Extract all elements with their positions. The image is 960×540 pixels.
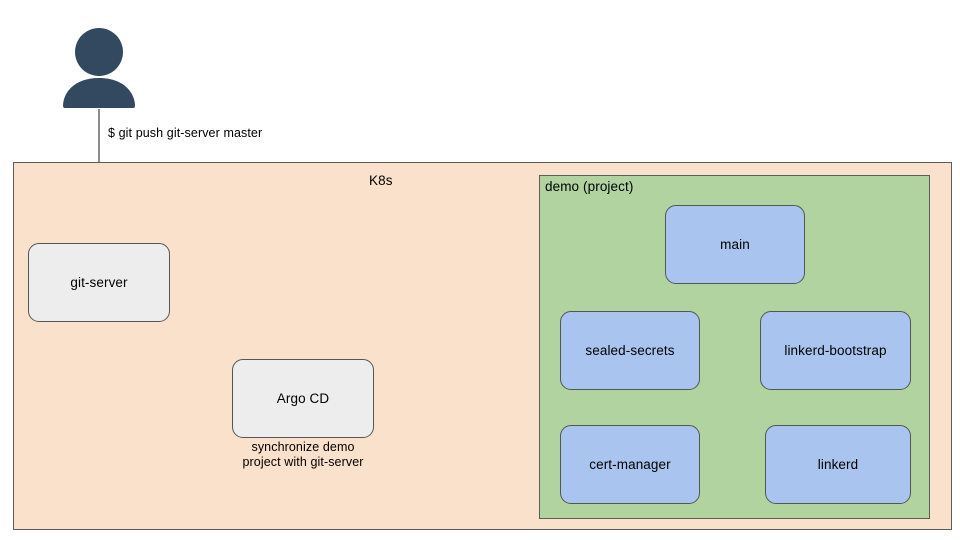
edge-label-git-push: $ git push git-server master bbox=[108, 126, 263, 140]
node-main[interactable]: main bbox=[665, 205, 805, 284]
node-main-label: main bbox=[720, 237, 750, 252]
group-demo-project-label: demo (project) bbox=[545, 179, 634, 194]
node-linkerd-label: linkerd bbox=[817, 457, 859, 472]
node-cert-manager-label: cert-manager bbox=[589, 457, 671, 472]
user-icon bbox=[63, 28, 135, 108]
user-actor bbox=[52, 24, 146, 108]
node-argo-cd[interactable]: Argo CD bbox=[232, 359, 374, 438]
cluster-k8s-label: K8s bbox=[369, 173, 393, 188]
node-linkerd-bootstrap[interactable]: linkerd-bootstrap bbox=[760, 311, 911, 390]
node-git-server-label: git-server bbox=[70, 275, 128, 290]
node-sealed-secrets-label: sealed-secrets bbox=[585, 343, 675, 358]
node-argo-cd-label: Argo CD bbox=[276, 391, 330, 406]
node-linkerd[interactable]: linkerd bbox=[765, 425, 911, 504]
edge-label-argo-sync: synchronize demo project with git-server bbox=[242, 440, 364, 469]
node-git-server[interactable]: git-server bbox=[28, 243, 170, 322]
node-sealed-secrets[interactable]: sealed-secrets bbox=[560, 311, 700, 390]
node-linkerd-bootstrap-label: linkerd-bootstrap bbox=[784, 343, 887, 358]
node-cert-manager[interactable]: cert-manager bbox=[560, 425, 700, 504]
